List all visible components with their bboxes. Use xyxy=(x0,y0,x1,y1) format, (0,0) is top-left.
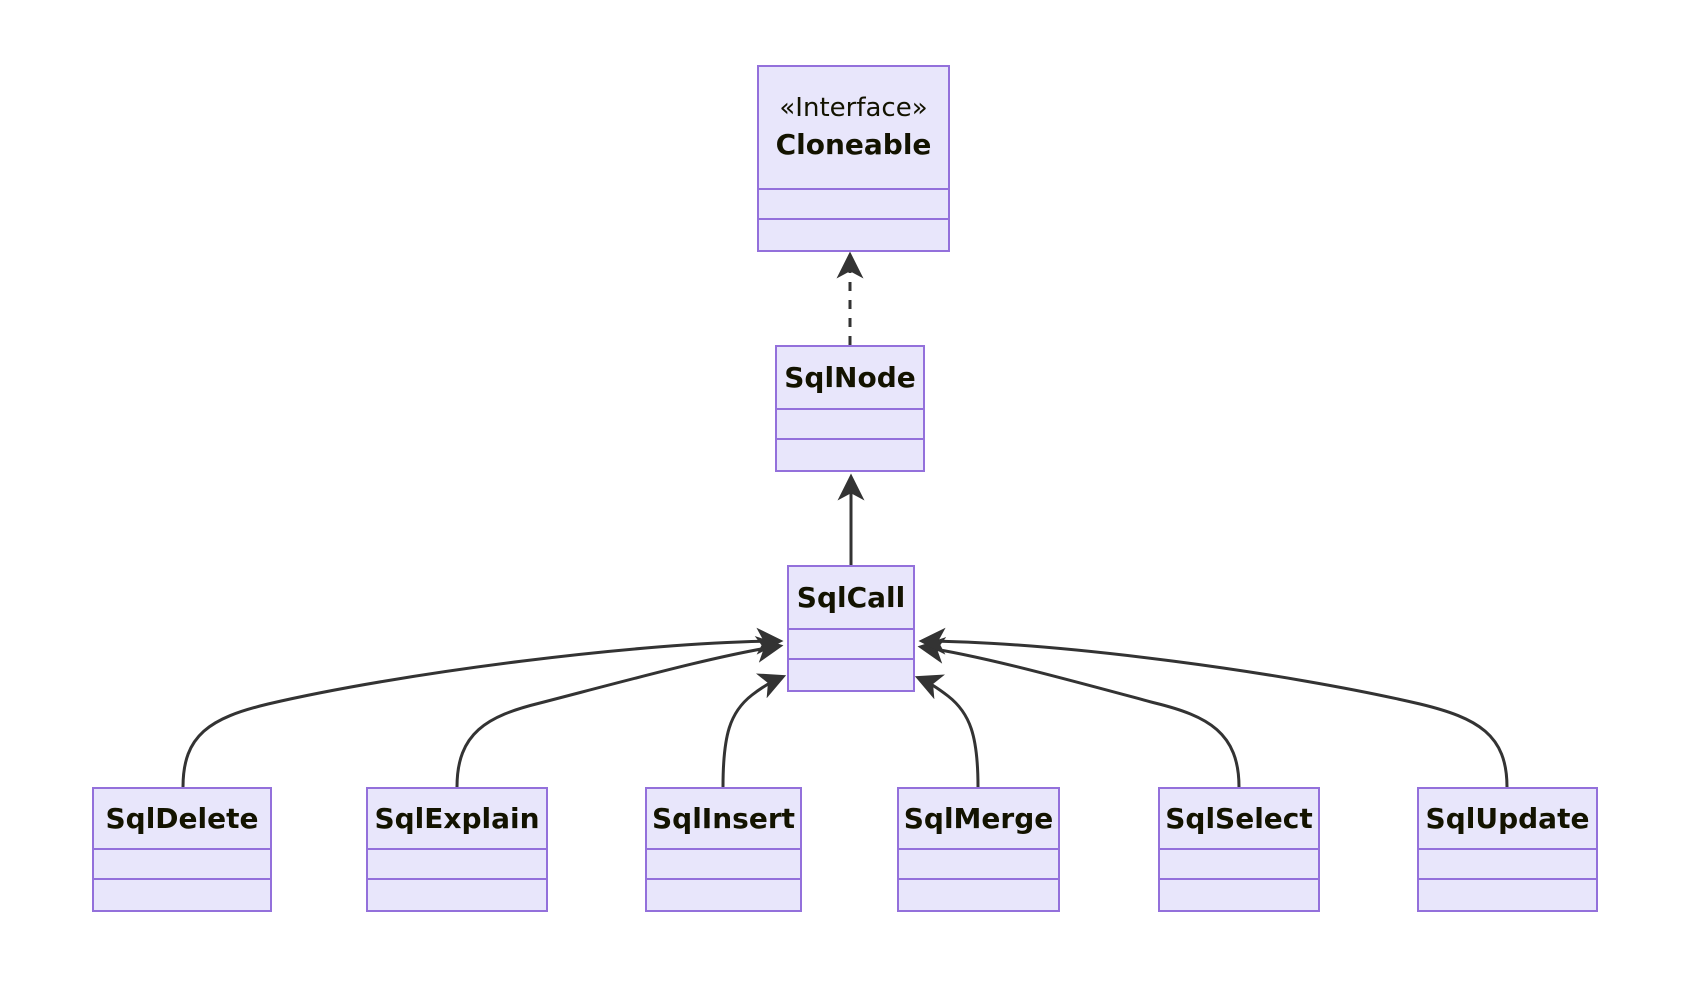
uml-methods-compartment-sqlnode xyxy=(777,440,923,470)
uml-class-name-sqlupdate: SqlUpdate xyxy=(1425,801,1590,835)
uml-class-header-sqlmerge: SqlMerge xyxy=(899,789,1058,850)
uml-methods-compartment-sqlmerge xyxy=(899,880,1058,910)
uml-class-sqlinsert[interactable]: SqlInsert xyxy=(645,787,802,912)
edge-sqlexplain-to-sqlcall xyxy=(455,636,784,788)
uml-class-header-cloneable: «Interface» Cloneable xyxy=(759,67,948,190)
uml-attributes-compartment-sqlcall xyxy=(789,630,913,660)
uml-methods-compartment-cloneable xyxy=(759,220,948,250)
edge-sqlselect-to-sqlcall xyxy=(917,636,1241,788)
uml-methods-compartment-sqlupdate xyxy=(1419,880,1596,910)
uml-class-name-cloneable: Cloneable xyxy=(775,128,932,162)
uml-methods-compartment-sqlexplain xyxy=(368,880,546,910)
uml-attributes-compartment-sqlinsert xyxy=(647,850,800,880)
uml-attributes-compartment-sqldelete xyxy=(94,850,270,880)
uml-class-sqlmerge[interactable]: SqlMerge xyxy=(897,787,1060,912)
edge-sqlmerge-to-sqlcall xyxy=(914,674,980,788)
uml-attributes-compartment-cloneable xyxy=(759,190,948,220)
uml-class-sqlselect[interactable]: SqlSelect xyxy=(1158,787,1320,912)
uml-class-sqlcall[interactable]: SqlCall xyxy=(787,565,915,692)
uml-attributes-compartment-sqlexplain xyxy=(368,850,546,880)
uml-class-cloneable[interactable]: «Interface» Cloneable xyxy=(757,65,950,252)
uml-class-name-sqlcall: SqlCall xyxy=(796,580,906,614)
uml-class-sqlexplain[interactable]: SqlExplain xyxy=(366,787,548,912)
uml-class-header-sqlselect: SqlSelect xyxy=(1160,789,1318,850)
uml-attributes-compartment-sqlupdate xyxy=(1419,850,1596,880)
uml-class-name-sqlexplain: SqlExplain xyxy=(374,801,540,835)
edge-sqlupdate-to-sqlcall xyxy=(918,627,1509,788)
uml-class-sqlupdate[interactable]: SqlUpdate xyxy=(1417,787,1598,912)
uml-methods-compartment-sqldelete xyxy=(94,880,270,910)
uml-class-sqldelete[interactable]: SqlDelete xyxy=(92,787,272,912)
uml-class-name-sqlnode: SqlNode xyxy=(784,360,916,394)
uml-class-name-sqldelete: SqlDelete xyxy=(105,801,259,835)
uml-attributes-compartment-sqlnode xyxy=(777,410,923,440)
uml-methods-compartment-sqlcall xyxy=(789,660,913,690)
uml-methods-compartment-sqlselect xyxy=(1160,880,1318,910)
uml-attributes-compartment-sqlselect xyxy=(1160,850,1318,880)
uml-class-header-sqlexplain: SqlExplain xyxy=(368,789,546,850)
uml-class-name-sqlinsert: SqlInsert xyxy=(652,801,796,835)
uml-class-header-sqlnode: SqlNode xyxy=(777,347,923,410)
uml-attributes-compartment-sqlmerge xyxy=(899,850,1058,880)
uml-class-sqlnode[interactable]: SqlNode xyxy=(775,345,925,472)
uml-class-name-sqlselect: SqlSelect xyxy=(1165,801,1313,835)
uml-class-header-sqldelete: SqlDelete xyxy=(94,789,270,850)
uml-class-stereotype-cloneable: «Interface» xyxy=(779,93,928,124)
uml-class-name-sqlmerge: SqlMerge xyxy=(903,801,1054,835)
uml-methods-compartment-sqlinsert xyxy=(647,880,800,910)
uml-class-header-sqlupdate: SqlUpdate xyxy=(1419,789,1596,850)
uml-class-header-sqlcall: SqlCall xyxy=(789,567,913,630)
edge-sqldelete-to-sqlcall xyxy=(181,627,784,788)
edge-sqlinsert-to-sqlcall xyxy=(721,673,787,788)
uml-class-header-sqlinsert: SqlInsert xyxy=(647,789,800,850)
